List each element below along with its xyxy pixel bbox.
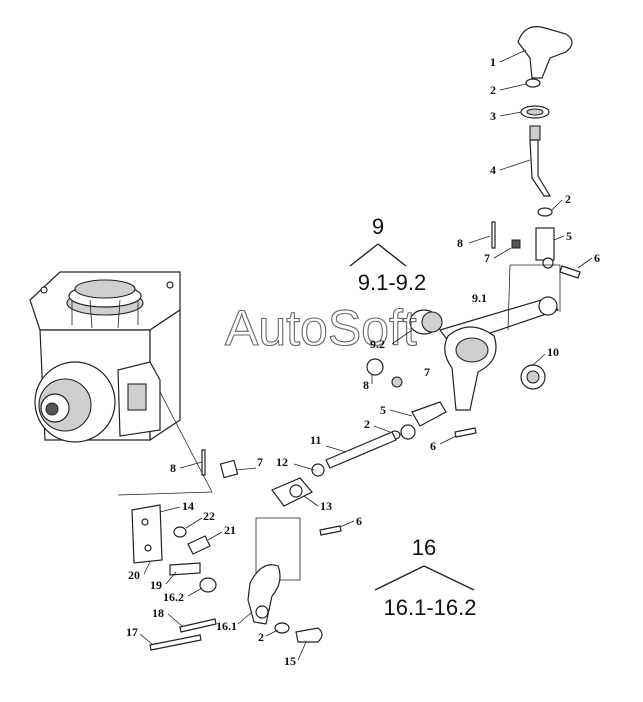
callout-5: 5 [566,229,572,243]
group-16: 16 16.1-16.2 [374,535,477,620]
gear-stack [66,279,144,329]
callout-16-1: 16.1 [216,619,237,633]
output-flange [34,361,116,443]
callout-16-2: 16.2 [163,590,184,604]
callout-18: 18 [152,606,164,620]
callout-12: 12 [276,455,288,469]
lower-linkage [131,449,323,651]
callout-3: 3 [490,109,496,123]
callout-7: 7 [484,251,490,265]
bushing-and-bracket [366,309,546,411]
callout-20: 20 [128,568,140,582]
group-16-number: 16 [412,535,436,560]
callout-6c: 6 [356,514,362,528]
callout-9-1: 9.1 [472,291,487,305]
callout-10: 10 [547,345,559,359]
callout-15: 15 [284,654,296,668]
side-cover [117,361,161,437]
callout-6b: 6 [430,439,436,453]
gear-lever-knob [491,26,581,279]
callout-8: 8 [457,236,463,250]
callout-14: 14 [182,499,194,513]
callout-11: 11 [310,433,321,447]
callout-6: 6 [594,251,600,265]
callout-2b: 2 [565,192,571,206]
callout-22: 22 [203,509,215,523]
callout-2: 2 [490,83,496,97]
callout-13: 13 [320,499,332,513]
callout-8b: 8 [363,378,369,392]
callout-21: 21 [224,523,236,537]
callout-19: 19 [150,578,162,592]
gearbox-housing [29,271,181,443]
callout-17: 17 [126,625,138,639]
callout-7c: 7 [257,455,263,469]
callout-1: 1 [490,55,496,69]
group-16-range: 16.1-16.2 [384,595,477,620]
callout-2d: 2 [258,630,264,644]
part-callouts: 1 2 3 4 2 8 7 5 6 9.1 9.2 8 7 10 5 2 6 1… [126,49,600,668]
group-9-number: 9 [372,214,384,239]
callout-2c: 2 [364,417,370,431]
callout-9-2: 9.2 [370,337,385,351]
group-9-range: 9.1-9.2 [358,270,427,295]
shift-rod [311,401,477,477]
callout-7b: 7 [424,365,430,379]
clevis [255,477,342,581]
watermark: AutoSoft [225,300,417,356]
callout-4: 4 [490,163,496,177]
callout-5b: 5 [380,403,386,417]
group-9: 9 9.1-9.2 [349,214,427,295]
callout-8c: 8 [170,461,176,475]
